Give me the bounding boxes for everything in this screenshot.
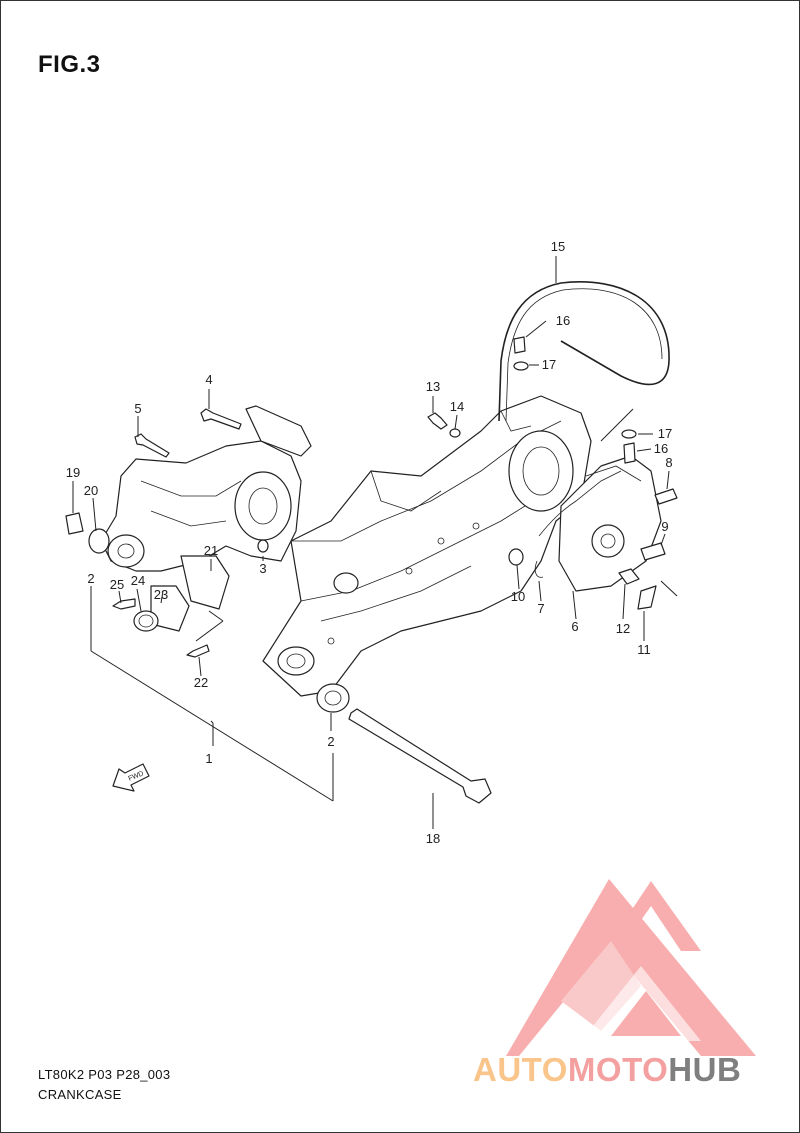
left-crankcase-half — [100, 405, 312, 572]
fasteners — [65, 336, 678, 804]
callout-16-top: 16 — [556, 313, 570, 328]
callout-8: 8 — [665, 455, 672, 470]
diagram-caption: CRANKCASE — [38, 1087, 122, 1102]
side-cover — [538, 455, 662, 592]
callout-20: 20 — [84, 483, 98, 498]
figure-title: FIG.3 — [38, 51, 101, 78]
callout-15: 15 — [551, 239, 565, 254]
crankcase-body — [262, 395, 592, 697]
callout-2-right: 2 — [327, 734, 334, 749]
fwd-direction-arrow: FWD — [112, 763, 150, 792]
callout-9: 9 — [661, 519, 668, 534]
callout-4: 4 — [205, 372, 212, 387]
callout-16-right: 16 — [654, 441, 668, 456]
watermark-auto: AUTO — [473, 1051, 568, 1088]
callout-23: 23 — [154, 587, 168, 602]
callout-19: 19 — [66, 465, 80, 480]
callout-18: 18 — [426, 831, 440, 846]
watermark-text: AUTOMOTOHUB — [473, 1051, 741, 1089]
callout-21: 21 — [204, 543, 218, 558]
callout-24: 24 — [131, 573, 145, 588]
callout-13: 13 — [426, 379, 440, 394]
watermark-moto: MOTO — [567, 1051, 669, 1088]
watermark-hub: HUB — [668, 1051, 742, 1088]
diagram-code: LT80K2 P03 P28_003 — [38, 1067, 171, 1082]
watermark-logo — [506, 879, 756, 1056]
callout-11: 11 — [637, 642, 651, 657]
callout-17-top: 17 — [542, 357, 556, 372]
callout-labels: 1 2 2 3 4 5 6 7 8 9 10 11 12 13 14 15 16… — [66, 239, 673, 846]
callout-14: 14 — [450, 399, 464, 414]
callout-7: 7 — [537, 601, 544, 616]
callout-25: 25 — [110, 577, 124, 592]
breather-hose — [498, 281, 670, 422]
leader-lines — [72, 256, 678, 829]
callout-6: 6 — [571, 619, 578, 634]
callout-10: 10 — [511, 589, 525, 604]
callout-12: 12 — [616, 621, 630, 636]
callout-5: 5 — [134, 401, 141, 416]
callout-22: 22 — [194, 675, 208, 690]
callout-2-left: 2 — [87, 571, 94, 586]
callout-3: 3 — [259, 561, 266, 576]
callout-1: 1 — [205, 751, 212, 766]
callout-17-right: 17 — [658, 426, 672, 441]
